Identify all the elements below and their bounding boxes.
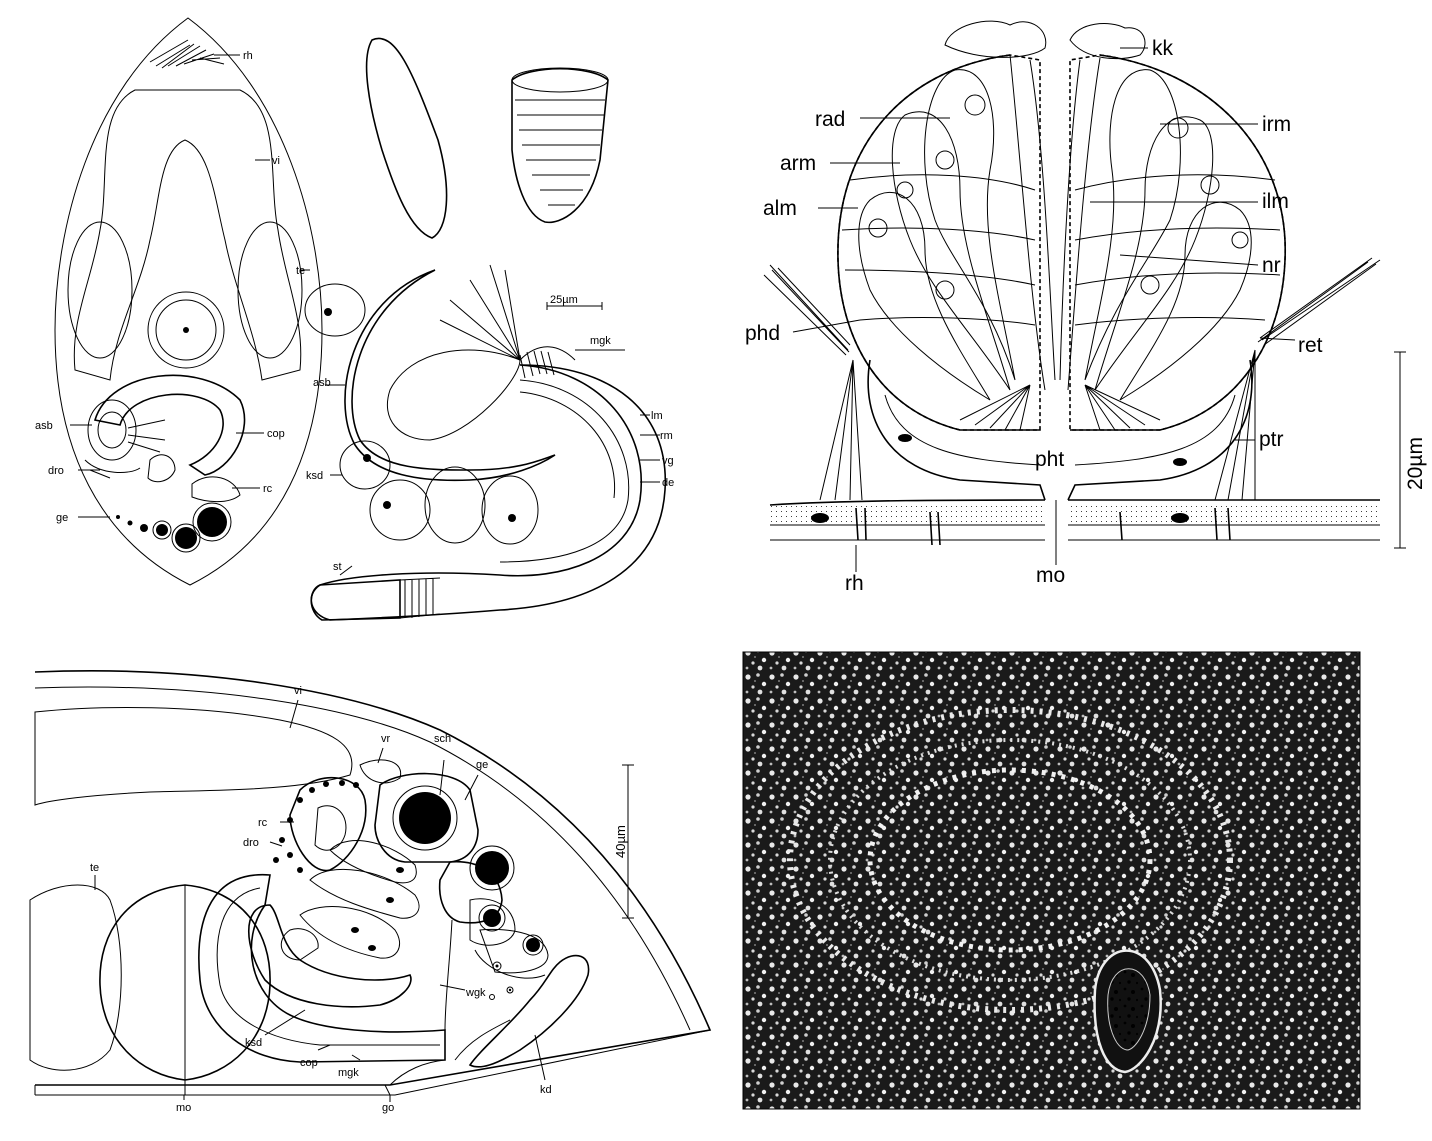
label-ge: ge xyxy=(56,512,68,524)
label-kd: kd xyxy=(540,1084,552,1096)
label-ilm: ilm xyxy=(1262,190,1289,213)
label-rc-d: rc xyxy=(258,817,268,829)
label-asb: asb xyxy=(35,420,53,432)
label-rad: rad xyxy=(815,108,845,131)
panel-b-copulatory-organ: 25µm mgk asb lm rm vg de ksd st xyxy=(304,37,674,621)
label-mgk: mgk xyxy=(590,335,611,347)
label-st: st xyxy=(333,561,342,573)
label-cop-d: cop xyxy=(300,1057,318,1069)
panel-e-micrograph xyxy=(742,651,1361,1110)
label-mo-c: mo xyxy=(1036,564,1065,587)
label-vi-d: vi xyxy=(294,685,302,697)
label-kk: kk xyxy=(1152,37,1174,60)
label-rm: rm xyxy=(660,430,673,442)
label-cop: cop xyxy=(267,428,285,440)
label-vi: vi xyxy=(272,155,280,167)
panel-c-scale: 20µm xyxy=(1404,437,1427,490)
label-nr: nr xyxy=(1262,254,1281,277)
label-te-d: te xyxy=(90,862,99,874)
label-asb-b: asb xyxy=(313,377,331,389)
label-mo-d: mo xyxy=(176,1102,191,1114)
label-dro-d: dro xyxy=(243,837,259,849)
label-rh-c: rh xyxy=(845,572,864,595)
rhabdite-tuft xyxy=(149,39,225,69)
label-irm: irm xyxy=(1262,113,1291,136)
panel-d-scale: 40µm xyxy=(613,825,628,858)
label-alm: alm xyxy=(763,197,797,220)
label-ksd-b: ksd xyxy=(306,470,323,482)
label-lm: lm xyxy=(651,410,663,422)
label-wgk: wgk xyxy=(465,987,486,999)
panel-d-sagittal-section: 40µm vi vr sch ge rc dro te wgk ksd cop … xyxy=(29,670,712,1114)
panel-c-pharynx: 20µm kk rad irm arm alm ilm nr phd ret p… xyxy=(745,20,1427,595)
label-pht: pht xyxy=(1035,448,1064,471)
label-dro: dro xyxy=(48,465,64,477)
label-ksd-d: ksd xyxy=(245,1037,262,1049)
label-vg: vg xyxy=(662,455,674,467)
label-mgk-d: mgk xyxy=(338,1067,359,1079)
label-sch: sch xyxy=(434,733,451,745)
label-go: go xyxy=(382,1102,394,1114)
panel-a-whole-body: rh vi te asb cop dro rc ge xyxy=(35,17,323,586)
label-te: te xyxy=(296,265,305,277)
label-rh: rh xyxy=(243,50,253,62)
label-ret: ret xyxy=(1298,334,1323,357)
label-ptr: ptr xyxy=(1259,428,1284,451)
panel-b-scale: 25µm xyxy=(550,294,578,306)
label-arm: arm xyxy=(780,152,816,175)
label-ge-d: ge xyxy=(476,759,488,771)
label-vr: vr xyxy=(381,733,391,745)
label-de: de xyxy=(662,477,674,489)
label-rc: rc xyxy=(263,483,273,495)
label-phd: phd xyxy=(745,322,780,345)
